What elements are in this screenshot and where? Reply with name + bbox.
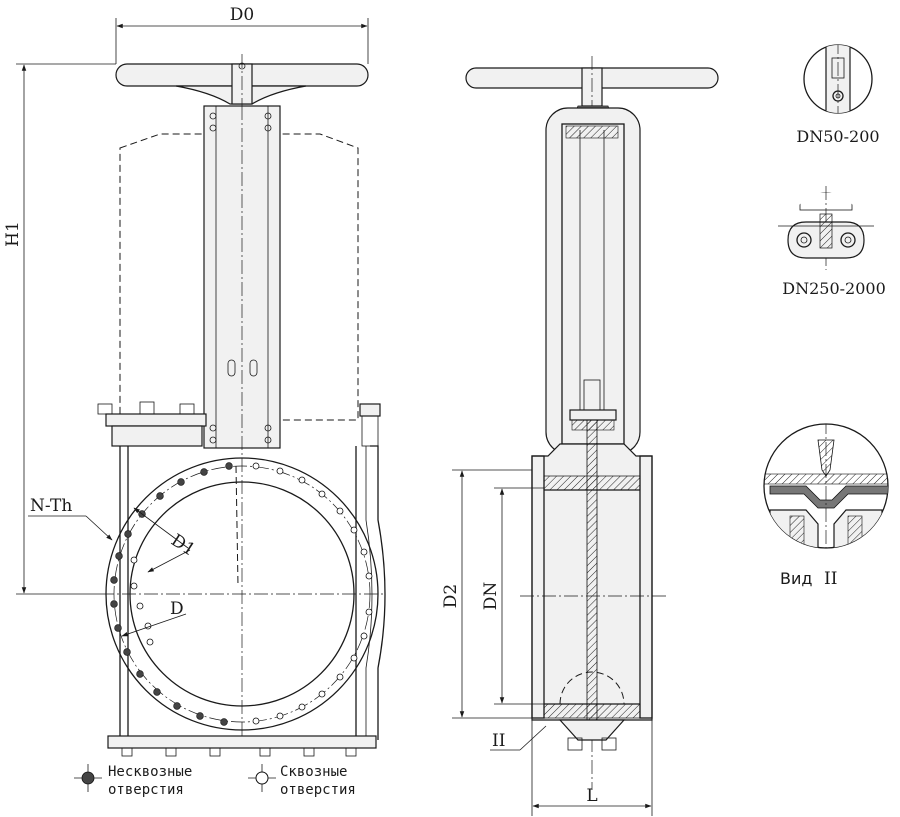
legend-blind-line1: Несквозные bbox=[108, 764, 192, 780]
through-holes bbox=[130, 462, 373, 725]
legend-through-mark bbox=[248, 764, 276, 792]
front-base bbox=[107, 735, 377, 749]
legend-blind-mark bbox=[74, 764, 102, 792]
label-dn: DN bbox=[481, 582, 501, 611]
label-view-title: Вид bbox=[780, 569, 812, 588]
detail-view-ii bbox=[763, 423, 889, 549]
detail-small bbox=[803, 44, 873, 114]
label-l: L bbox=[586, 786, 597, 806]
label-d: D bbox=[170, 599, 184, 619]
legend-through-line1: Сквозные bbox=[280, 764, 347, 780]
side-view bbox=[452, 56, 719, 816]
label-d2: D2 bbox=[441, 584, 461, 608]
label-d1: D1 bbox=[167, 530, 198, 560]
side-actuator bbox=[545, 107, 641, 455]
label-large-range: DN250-2000 bbox=[782, 279, 886, 298]
label-n-th: N-Th bbox=[30, 496, 72, 516]
blind-holes bbox=[110, 462, 233, 726]
detail-large bbox=[778, 186, 874, 270]
bonnet-flange bbox=[105, 413, 207, 427]
label-small-range: DN50-200 bbox=[796, 127, 879, 146]
legend-blind-line2: отверстия bbox=[108, 782, 184, 798]
legend-through-line2: отверстия bbox=[280, 782, 356, 798]
gate-plate bbox=[586, 419, 598, 721]
label-view-ref: II bbox=[492, 731, 505, 751]
front-view bbox=[16, 18, 386, 757]
label-view-numeral: II bbox=[824, 569, 837, 589]
label-d0: D0 bbox=[230, 5, 254, 25]
label-h1: H1 bbox=[3, 221, 23, 247]
